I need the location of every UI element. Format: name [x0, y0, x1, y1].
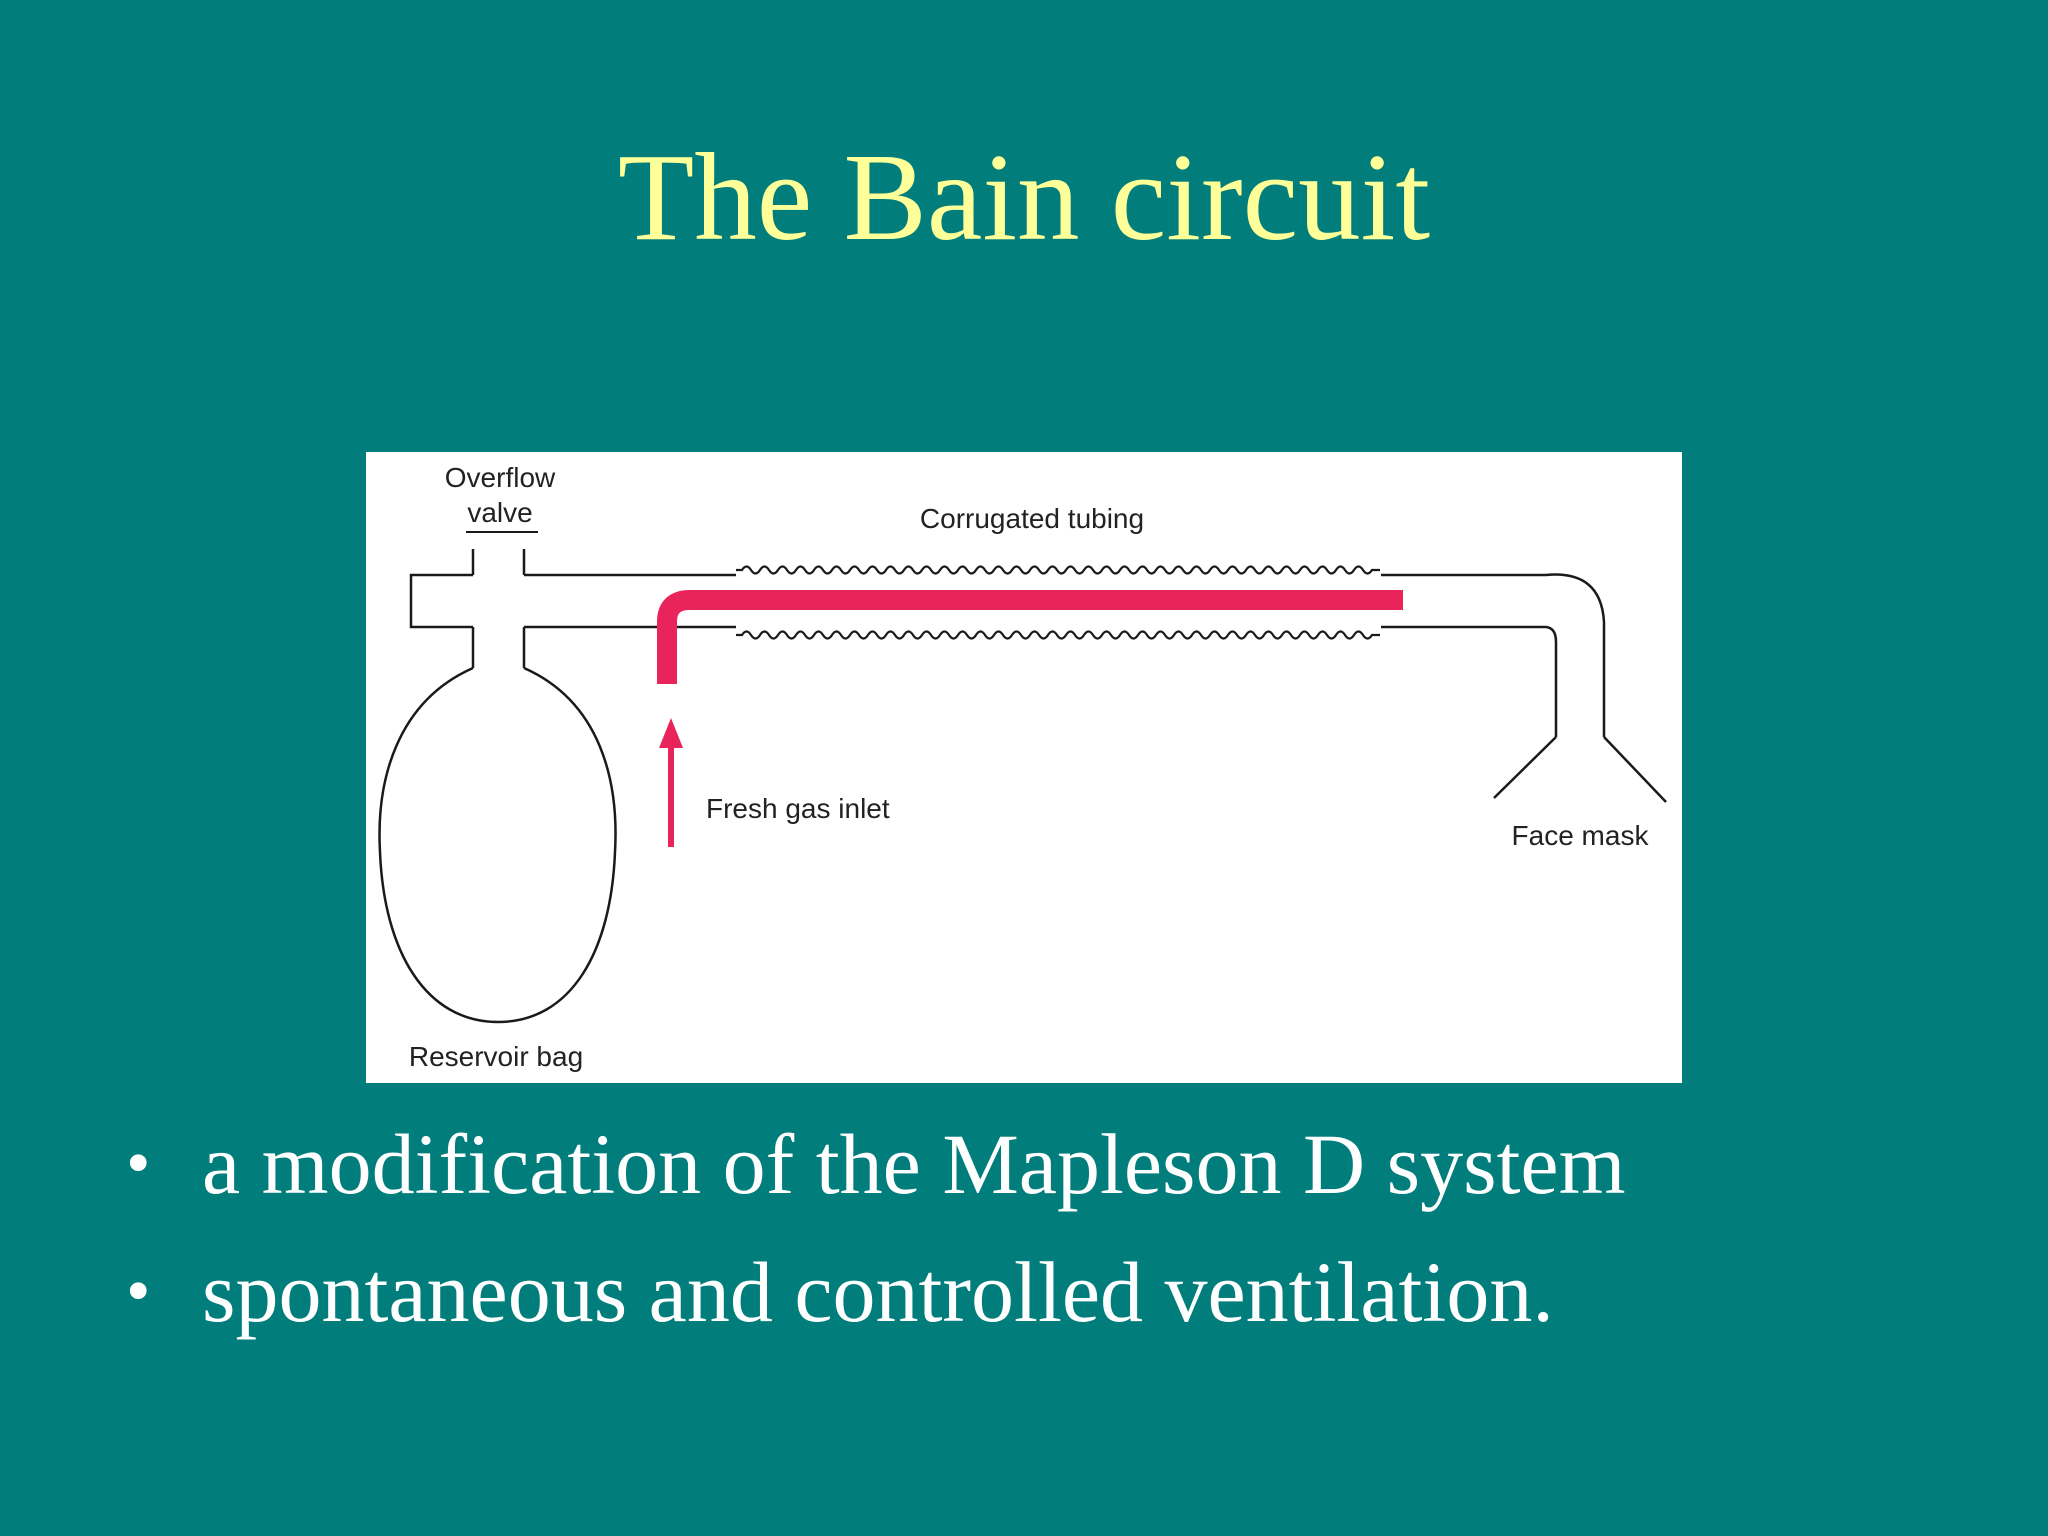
reservoir-bag — [378, 666, 617, 1024]
bullet-text: spontaneous and controlled ventilation. — [202, 1244, 1554, 1340]
label-reservoir-bag: Reservoir bag — [409, 1041, 583, 1072]
fresh-gas-arrow-icon — [659, 718, 683, 847]
label-overflow-line2: valve — [467, 497, 532, 528]
label-overflow-line1: Overflow — [445, 462, 556, 493]
bullet-item: • spontaneous and controlled ventilation… — [120, 1228, 2000, 1356]
bullet-text: a modification of the Mapleson D system — [202, 1116, 1626, 1212]
label-face-mask: Face mask — [1512, 820, 1650, 851]
face-mask — [1493, 736, 1667, 803]
bullet-item: • a modification of the Mapleson D syste… — [120, 1100, 2000, 1228]
label-corrugated-tubing: Corrugated tubing — [920, 503, 1144, 534]
label-fresh-gas-inlet: Fresh gas inlet — [706, 793, 890, 824]
fresh-gas-tube — [657, 590, 1403, 684]
tubing-to-mask — [1381, 573, 1606, 737]
overflow-valve — [409, 549, 736, 668]
bullet-list: • a modification of the Mapleson D syste… — [120, 1100, 2000, 1356]
slide-title: The Bain circuit — [617, 129, 1431, 267]
corrugated-tubing-bottom — [736, 630, 1380, 640]
bullet-marker: • — [126, 1253, 151, 1330]
bain-circuit-diagram: Overflow valve Corrugated tubing Fresh g… — [366, 452, 1682, 1083]
corrugated-tubing-top — [736, 565, 1380, 575]
bullet-marker: • — [126, 1125, 151, 1202]
